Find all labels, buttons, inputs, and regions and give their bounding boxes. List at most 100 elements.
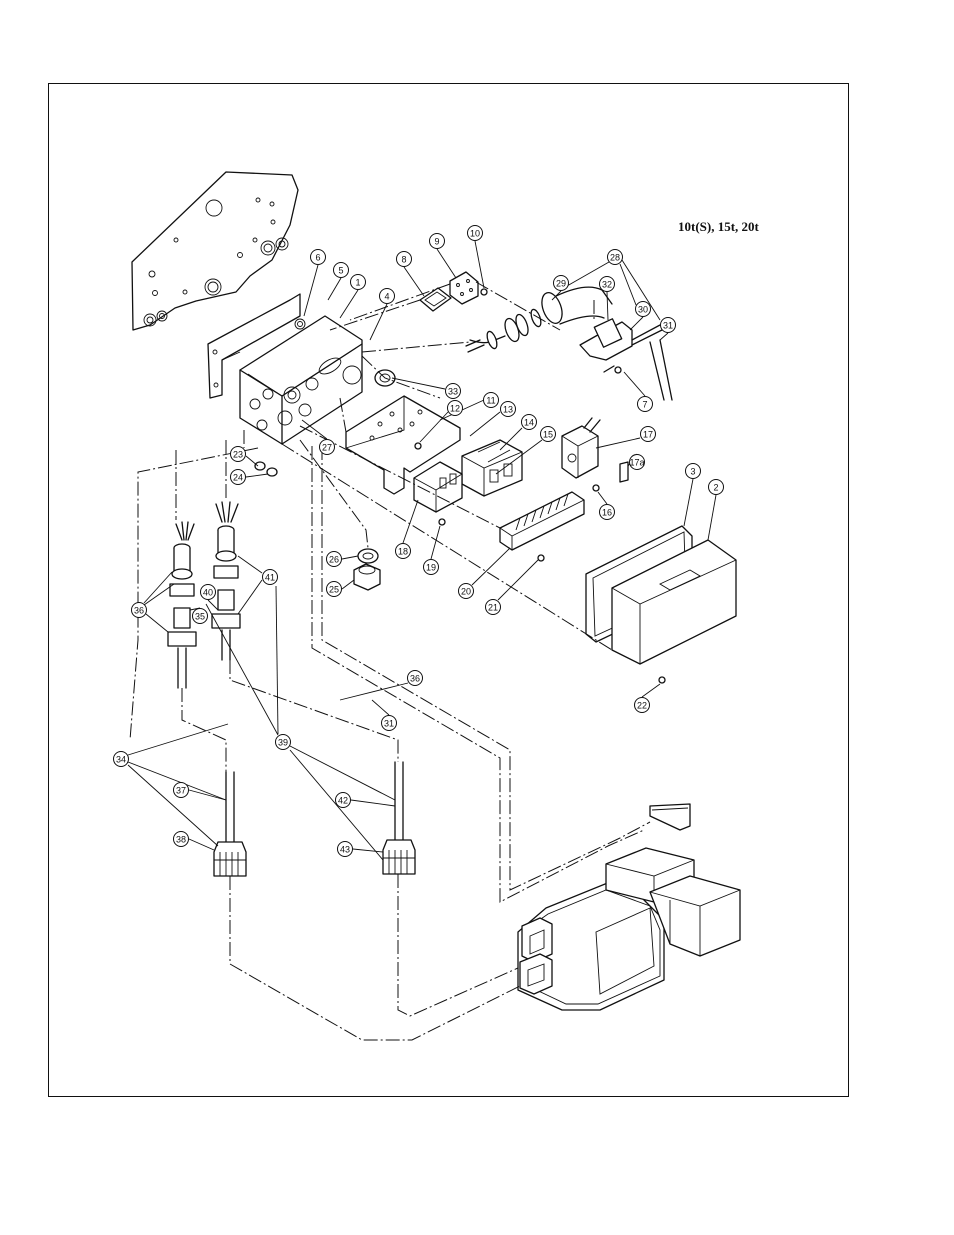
callout-number: 26 [329,555,339,565]
callout-5: 5 [334,263,349,278]
callout-number: 2 [713,483,718,493]
callout-13: 13 [501,402,516,417]
callout-2: 2 [709,480,724,495]
callout-43: 43 [338,842,353,857]
callout-34: 34 [114,752,129,767]
callout-38: 38 [174,832,189,847]
callout-26: 26 [327,552,342,567]
callout-number: 28 [610,253,620,263]
mounting-plate [132,172,298,330]
callout-number: 36 [410,674,420,684]
callout-10: 10 [468,226,483,241]
callout-number: 31 [384,719,394,729]
callout-number: 41 [265,573,275,583]
callout-number: 22 [637,701,647,711]
callout-14: 14 [522,415,537,430]
middle-cable-gland [212,502,240,660]
callout-number: 6 [315,253,320,263]
callout-number: 38 [176,835,186,845]
callout-number: 10 [470,229,480,239]
callout-number: 35 [195,612,205,622]
hoist-motor [518,804,740,1010]
callout-31: 31 [382,716,397,731]
callout-number: 11 [486,396,495,406]
callout-number: 21 [488,603,498,613]
callout-12: 12 [448,401,463,416]
callout-29: 29 [554,276,569,291]
callout-number: 5 [338,266,343,276]
callout-16: 16 [600,505,615,520]
callout-19: 19 [424,560,439,575]
callout-25: 25 [327,582,342,597]
callout-number: 9 [434,237,439,247]
callout-number: 27 [322,443,332,453]
callout-31: 31 [661,318,676,333]
callout-number: 39 [278,738,288,748]
callout-number: 7 [642,400,647,410]
callout-number: 30 [638,305,648,315]
callout-number: 32 [602,280,612,290]
callout-11: 11 [484,393,499,408]
callout-number: 15 [543,430,553,440]
callout-number: 33 [448,387,458,397]
callout-21: 21 [486,600,501,615]
callout-number: 29 [556,279,566,289]
callout-6: 6 [311,250,326,265]
callout-7: 7 [638,397,653,412]
callout-number: 40 [203,588,213,598]
callout-number: 37 [176,786,186,796]
callout-37: 37 [174,783,189,798]
callout-9: 9 [430,234,445,249]
callout-40: 40 [201,585,216,600]
callout-20: 20 [459,584,474,599]
callout-27: 27 [320,440,335,455]
callout-24: 24 [231,470,246,485]
callout-number: 18 [398,547,408,557]
callout-number: 3 [690,467,695,477]
callout-number: 36 [134,606,144,616]
callout-number: 34 [116,755,126,765]
callout-number: 23 [233,450,243,460]
screw [481,289,487,295]
callout-36: 36 [408,671,423,686]
contactor-block [462,440,522,496]
callout-number: 24 [233,473,243,483]
callout-35: 35 [193,609,208,624]
callout-number: 43 [340,845,350,855]
callout-8: 8 [397,252,412,267]
callout-1: 1 [351,275,366,290]
callout-number: 25 [329,585,339,595]
relay [562,418,628,491]
callout-28: 28 [608,250,623,265]
callout-number: 17 [643,430,653,440]
callout-17: 17 [641,427,656,442]
left-cable [214,772,246,876]
callout-number: 16 [602,508,612,518]
callout-36: 36 [132,603,147,618]
callout-number: 31 [663,321,673,331]
callout-number: 13 [503,405,513,415]
callout-17a: 17a [629,455,644,470]
callout-33: 33 [446,384,461,399]
callout-number: 12 [450,404,460,414]
callout-41: 41 [263,570,278,585]
callout-number: 20 [461,587,471,597]
callout-4: 4 [380,289,395,304]
callout-number: 4 [384,292,389,302]
callout-number: 14 [524,418,534,428]
callout-number: 1 [355,278,360,288]
gasket-plate [420,288,451,311]
callout-number: 19 [426,563,436,573]
terminal-strip [500,492,584,561]
callout-labels: 123456789101112131415161717a181920212223… [114,226,724,857]
left-cable-gland [168,522,196,688]
callout-15: 15 [541,427,556,442]
right-cable [383,762,415,874]
callout-39: 39 [276,735,291,750]
cover-plate [450,272,478,304]
callout-number: 8 [401,255,406,265]
callout-42: 42 [336,793,351,808]
contactor [414,462,462,525]
callout-30: 30 [636,302,651,317]
